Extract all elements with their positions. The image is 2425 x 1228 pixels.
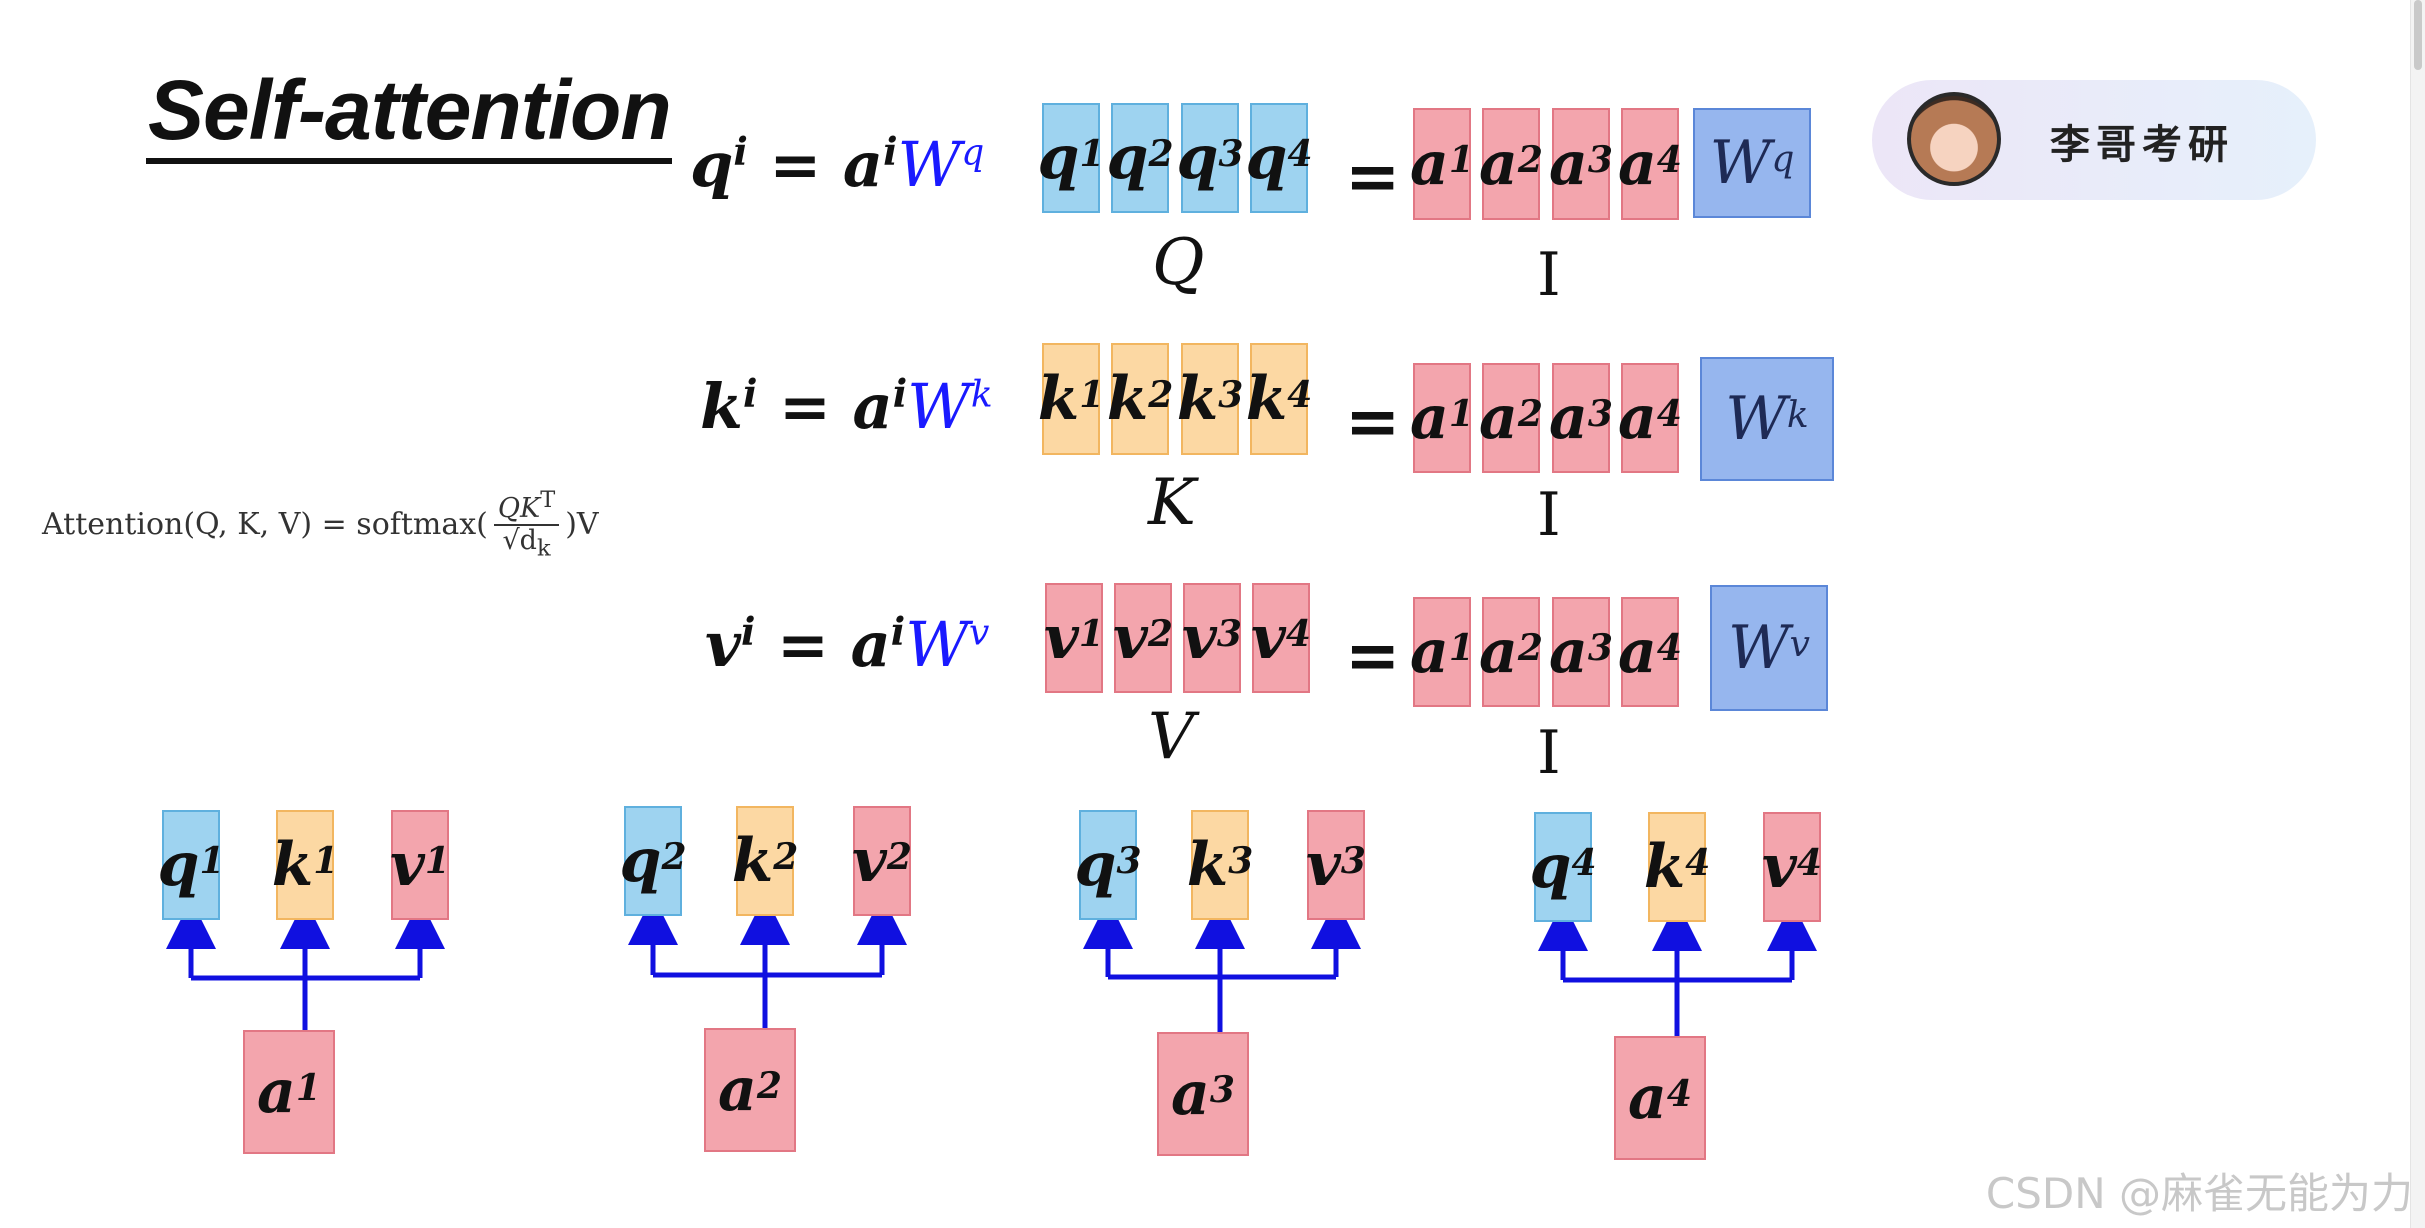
equation-k-lhs: ki = aiWk — [700, 370, 993, 443]
matrix-label-v: V — [1148, 700, 1195, 774]
author-name: 李哥考研 — [2050, 122, 2234, 168]
equation-q-lhs: qi = aiWq — [690, 128, 985, 201]
equals-sign-k: = — [1345, 383, 1401, 460]
matrix-label-I-v: I — [1537, 718, 1561, 788]
matrix-label-q: Q — [1152, 226, 1205, 300]
formula-denominator: √dk — [502, 524, 551, 562]
scrollbar-thumb[interactable] — [2414, 0, 2422, 70]
equals-sign-q: = — [1345, 138, 1401, 215]
watermark: CSDN @麻雀无能为力 — [1985, 1169, 2413, 1218]
formula-prefix: Attention(Q, K, V) = softmax( — [42, 506, 488, 542]
title-underline — [146, 158, 672, 164]
formula-fraction: QKT √dk — [493, 488, 560, 562]
vertical-scrollbar[interactable] — [2410, 0, 2425, 1228]
equation-v-lhs: vi = aiWv — [705, 608, 990, 681]
equals-sign-v: = — [1345, 617, 1401, 694]
matrix-label-I-q: I — [1537, 240, 1561, 310]
formula-suffix: )V — [565, 506, 599, 542]
avatar — [1907, 92, 2001, 186]
matrix-label-k: K — [1148, 466, 1196, 540]
matrix-label-I-k: I — [1537, 480, 1561, 550]
formula-numerator: QKT — [493, 488, 560, 526]
attention-formula: Attention(Q, K, V) = softmax( QKT √dk )V — [42, 488, 599, 561]
slide-title: Self-attention — [148, 63, 672, 157]
